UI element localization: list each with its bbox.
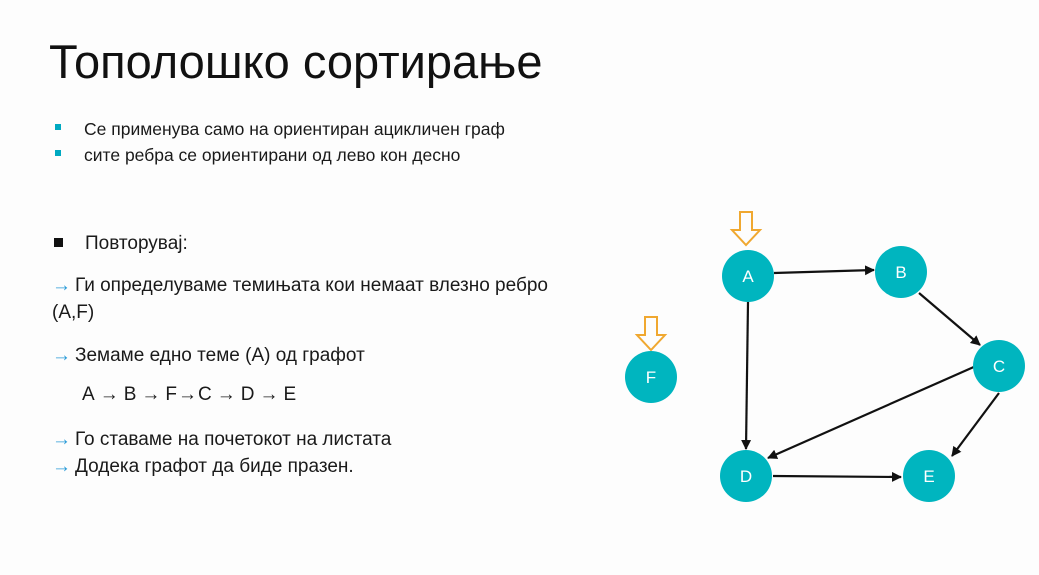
right-arrow-icon: →: [259, 384, 279, 405]
node-d: D: [720, 450, 772, 502]
down-arrow-marker-icon: [634, 316, 668, 352]
sequence-item: E: [283, 384, 297, 405]
node-e: E: [903, 450, 955, 502]
repeat-heading: Повторувај:: [54, 233, 188, 255]
step-1-vertices: (A,F): [52, 302, 95, 323]
slide-title: Тополошко сортирање: [49, 35, 543, 88]
square-bullet-icon: [55, 150, 61, 156]
edge-d-e: [772, 471, 902, 482]
bullet-list: Се применува само на ориентиран ацикличе…: [52, 116, 505, 168]
edge-a-b: [773, 265, 875, 276]
right-arrow-icon: →: [52, 275, 71, 296]
repeat-label: Повторувај:: [85, 233, 188, 254]
bullet-item: сите ребра се ориентирани од лево кон де…: [52, 142, 505, 168]
right-arrow-icon: →: [141, 384, 161, 405]
edge-c-e: [951, 392, 1000, 457]
node-f: F: [625, 351, 677, 403]
right-arrow-icon: →: [52, 345, 71, 366]
node-b: B: [875, 246, 927, 298]
sequence-item: C: [197, 384, 212, 405]
step-3: →Го ставаме на почетокот на листата: [52, 426, 391, 453]
square-bullet-icon: [54, 238, 63, 247]
topological-sequence: A→B→F→C→D→E: [82, 384, 296, 406]
right-arrow-icon: →: [177, 384, 197, 405]
right-arrow-icon: →: [52, 456, 71, 477]
bullet-text: сите ребра се ориентирани од лево кон де…: [84, 145, 461, 165]
edge-c-d: [767, 364, 977, 460]
sequence-item: D: [240, 384, 255, 405]
node-label: E: [923, 467, 934, 486]
bullet-text: Се применува само на ориентиран ацикличе…: [84, 119, 505, 139]
step-4-text: Додека графот да биде празен.: [75, 456, 354, 477]
node-label: A: [742, 267, 754, 286]
step-2-text: Земаме едно теме (A) од графот: [75, 345, 365, 366]
step-2: →Земаме едно теме (A) од графот: [52, 342, 365, 369]
sequence-item: F: [165, 384, 177, 405]
bullet-item: Се применува само на ориентиран ацикличе…: [52, 116, 505, 142]
node-c: C: [973, 340, 1025, 392]
step-3-text: Го ставаме на почетокот на листата: [75, 429, 392, 450]
edge-b-c: [918, 292, 981, 346]
node-a: A: [722, 250, 774, 302]
sequence-item: A: [82, 384, 95, 405]
right-arrow-icon: →: [99, 384, 119, 405]
right-arrow-icon: →: [216, 384, 236, 405]
edge-a-d: [741, 301, 752, 450]
down-arrow-marker-icon: [729, 211, 763, 247]
node-label: D: [740, 467, 752, 486]
square-bullet-icon: [55, 124, 61, 130]
step-4: →Додека графот да биде празен.: [52, 453, 354, 480]
step-1-text: Ги определуваме темињата кои немаат влез…: [75, 275, 548, 296]
node-label: C: [993, 357, 1005, 376]
node-label: F: [646, 368, 656, 387]
step-1: →Ги определуваме темињата кои немаат вле…: [52, 272, 548, 326]
node-label: B: [895, 263, 906, 282]
right-arrow-icon: →: [52, 429, 71, 450]
sequence-item: B: [123, 384, 137, 405]
